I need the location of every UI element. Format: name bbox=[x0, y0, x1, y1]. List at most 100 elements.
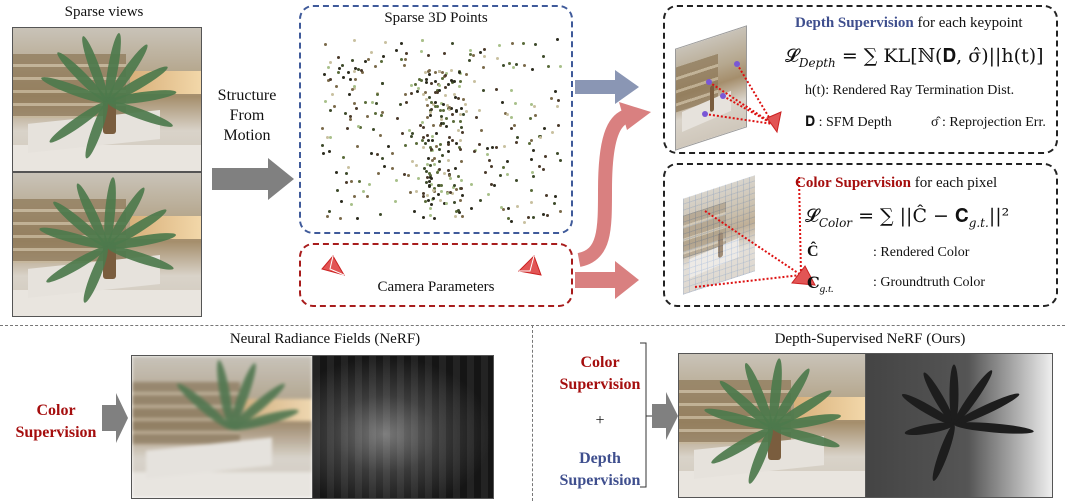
sparse-3d-points-title: Sparse 3D Points bbox=[384, 10, 488, 26]
nerf-input-line-2: Supervision bbox=[15, 424, 97, 441]
color-loss-equation: 𝓛Color = ∑ ||Ĉ − 𝐂g.t.||² bbox=[805, 205, 1010, 230]
point bbox=[445, 103, 449, 107]
point bbox=[404, 58, 408, 62]
point bbox=[455, 187, 459, 191]
point bbox=[440, 71, 444, 75]
point bbox=[352, 101, 356, 105]
point bbox=[541, 54, 545, 58]
point bbox=[424, 181, 428, 185]
point bbox=[442, 51, 446, 55]
point bbox=[432, 186, 436, 190]
point bbox=[424, 80, 428, 84]
point bbox=[353, 39, 357, 43]
sparse-view-image-2 bbox=[12, 172, 202, 317]
point bbox=[550, 97, 554, 101]
point bbox=[376, 172, 380, 176]
point bbox=[428, 164, 432, 168]
point bbox=[379, 133, 383, 137]
point bbox=[451, 80, 455, 84]
point bbox=[353, 78, 357, 82]
point bbox=[505, 159, 509, 163]
point bbox=[538, 164, 542, 168]
point bbox=[394, 49, 398, 53]
point bbox=[405, 101, 409, 105]
point bbox=[369, 50, 373, 54]
point bbox=[438, 167, 442, 171]
point bbox=[326, 65, 330, 69]
point bbox=[480, 129, 484, 133]
point bbox=[437, 169, 441, 173]
point bbox=[490, 165, 494, 169]
point bbox=[483, 54, 487, 58]
point bbox=[458, 120, 462, 124]
point bbox=[329, 136, 333, 140]
point bbox=[460, 131, 464, 135]
point bbox=[434, 79, 438, 83]
point bbox=[350, 180, 354, 184]
point bbox=[454, 214, 458, 218]
point bbox=[507, 207, 511, 211]
point bbox=[445, 124, 449, 128]
point bbox=[437, 70, 441, 74]
point bbox=[463, 103, 467, 107]
point bbox=[410, 84, 414, 88]
point bbox=[458, 146, 462, 150]
point bbox=[374, 101, 378, 105]
point bbox=[488, 159, 492, 163]
point bbox=[485, 147, 489, 151]
point bbox=[438, 108, 442, 112]
point bbox=[527, 216, 530, 220]
blue-arrow-icon bbox=[575, 70, 639, 104]
point bbox=[344, 181, 348, 185]
camera-parameters-box: Camera Parameters bbox=[299, 243, 573, 307]
point bbox=[425, 170, 429, 174]
point bbox=[381, 81, 385, 85]
point bbox=[395, 178, 399, 182]
point bbox=[419, 123, 423, 127]
point bbox=[437, 84, 441, 88]
point bbox=[451, 41, 455, 45]
point bbox=[382, 164, 386, 168]
point bbox=[425, 78, 429, 82]
point bbox=[376, 153, 380, 157]
depth-supervision-title: Depth Supervision for each keypoint bbox=[795, 15, 1023, 31]
point bbox=[413, 209, 417, 213]
point bbox=[363, 60, 367, 63]
point bbox=[349, 203, 353, 207]
point bbox=[373, 112, 377, 116]
legend-groundtruth-symbol: 𝐂g.t. bbox=[807, 275, 834, 296]
point bbox=[482, 66, 486, 70]
point bbox=[478, 142, 482, 146]
point bbox=[337, 55, 341, 59]
point bbox=[440, 76, 444, 80]
sfm-label-line-3: Motion bbox=[223, 127, 271, 144]
point bbox=[421, 216, 425, 220]
point bbox=[460, 194, 464, 198]
point bbox=[328, 210, 332, 214]
point bbox=[474, 149, 478, 153]
point bbox=[425, 162, 429, 166]
point bbox=[321, 144, 325, 148]
point bbox=[450, 112, 454, 116]
point bbox=[369, 151, 373, 155]
point bbox=[509, 116, 513, 120]
point bbox=[469, 206, 473, 210]
point bbox=[367, 182, 371, 186]
point bbox=[321, 151, 325, 155]
point bbox=[453, 167, 457, 171]
point bbox=[371, 100, 375, 104]
point bbox=[428, 95, 432, 99]
point bbox=[501, 63, 505, 67]
point bbox=[395, 116, 399, 120]
point bbox=[416, 87, 420, 91]
point bbox=[378, 212, 382, 216]
point bbox=[436, 193, 440, 197]
dsnerf-depth-line-1: Depth bbox=[579, 450, 621, 467]
point bbox=[348, 114, 352, 118]
point bbox=[356, 67, 360, 71]
point bbox=[347, 70, 351, 74]
sfm-label-line-1: Structure bbox=[217, 87, 277, 104]
dsnerf-title: Depth-Supervised NeRF (Ours) bbox=[774, 331, 966, 347]
point bbox=[452, 201, 456, 205]
point bbox=[457, 210, 461, 214]
